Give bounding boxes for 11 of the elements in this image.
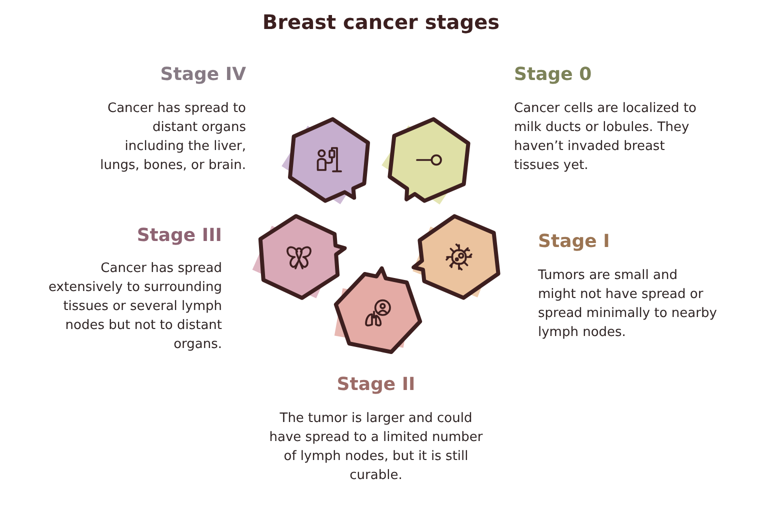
stage-description: The tumor is larger and could have spread to a limited number of lymph nodes, but it is still curable.	[269, 410, 483, 485]
stage-description: Tumors are small and might not have spread or spread minimally to nearby lymph nodes.	[538, 267, 718, 342]
stage-description: Cancer has spread extensively to surrounding tissues or several lymph nodes but not to distant organs.	[48, 260, 222, 354]
stage-description: Cancer has spread to distant organs including the liver, lungs, bones, or brain.	[99, 100, 246, 175]
stage-heading: Stage IV	[160, 64, 246, 85]
stage-heading: Stage II	[336, 374, 416, 395]
stage-heading: Stage I	[538, 231, 610, 252]
diagram-title: Breast cancer stages	[262, 10, 500, 34]
stage-description: Cancer cells are localized to milk ducts or lobules. They haven’t invaded breast tissues yet.	[514, 100, 698, 175]
stage-heading: Stage 0	[514, 64, 592, 85]
stage-heading: Stage III	[136, 225, 222, 246]
